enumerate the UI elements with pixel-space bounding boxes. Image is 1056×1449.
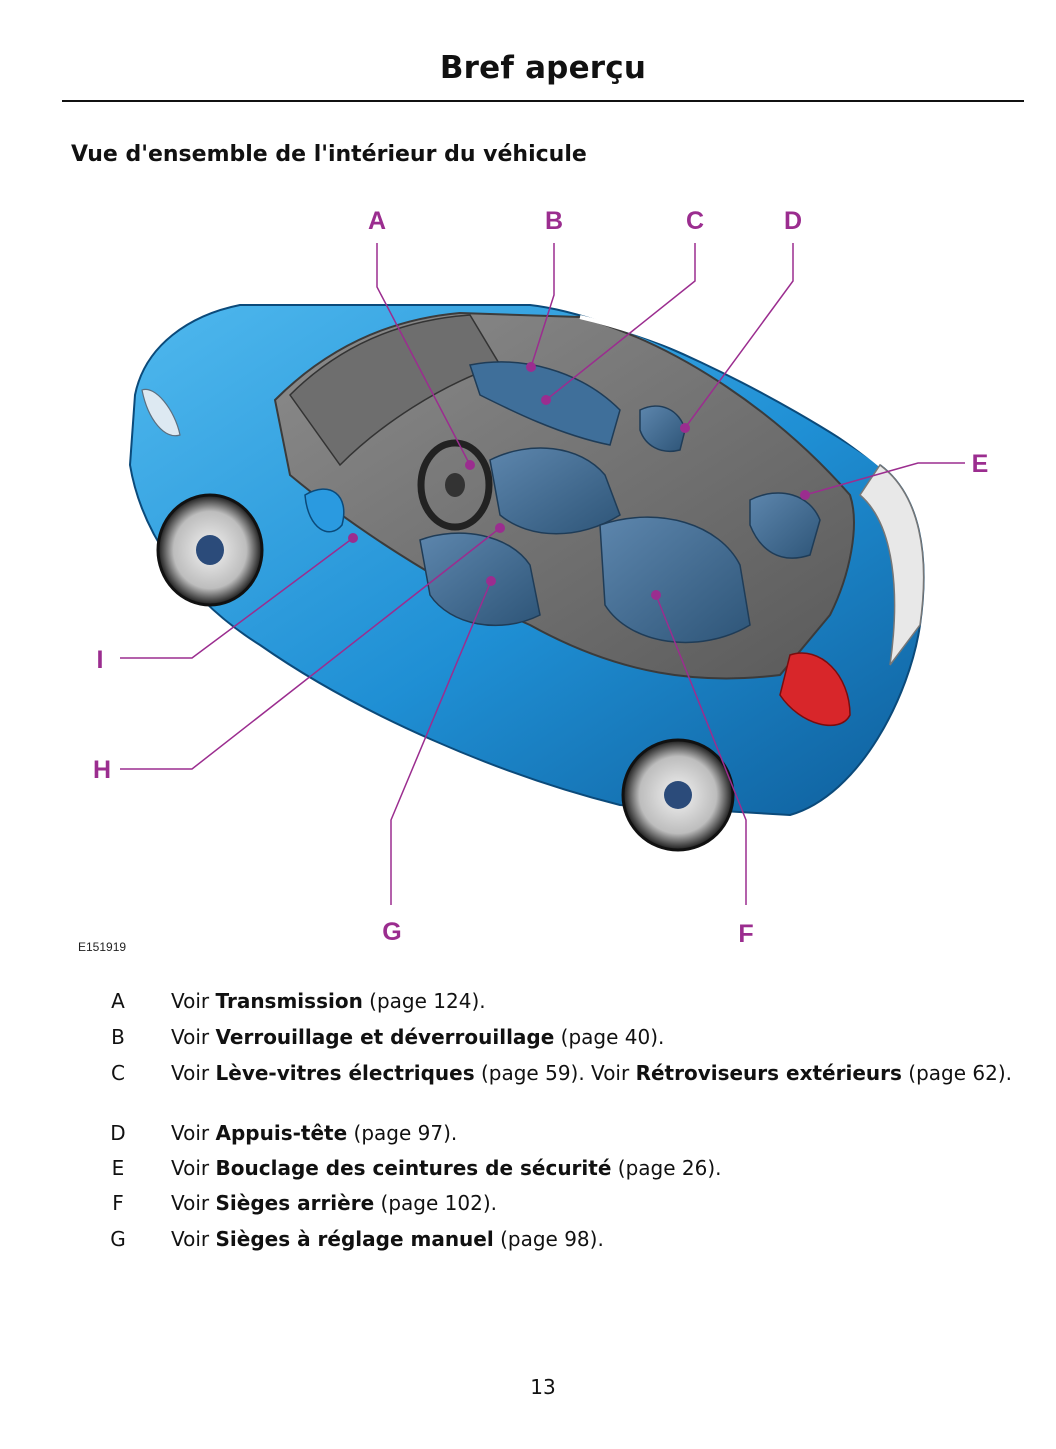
car-cutaway-drawing: A B C D E F G H I xyxy=(93,207,989,948)
legend-page-ref: (page 62). xyxy=(901,1061,1012,1085)
legend-page-ref: (page 59). Voir xyxy=(474,1061,636,1085)
legend-topic: Sièges à réglage manuel xyxy=(215,1227,494,1251)
legend-topic: Bouclage des ceintures de sécurité xyxy=(215,1156,612,1180)
legend-text: Voir Sièges à réglage manuel (page 98). xyxy=(171,1227,1016,1251)
callout-c: C xyxy=(686,207,704,235)
vehicle-interior-illustration: A B C D E F G H I xyxy=(60,195,1020,965)
figure-id: E151919 xyxy=(78,940,127,954)
section-title: Vue d'ensemble de l'intérieur du véhicul… xyxy=(71,142,587,167)
legend-text: Voir Verrouillage et déverrouillage (pag… xyxy=(171,1025,1016,1049)
callout-g: G xyxy=(382,918,401,946)
callout-b: B xyxy=(545,207,563,235)
page-header: Bref aperçu xyxy=(62,46,1024,102)
legend-topic: Rétroviseurs extérieurs xyxy=(635,1061,902,1085)
legend-letter: E xyxy=(111,1156,125,1180)
legend-letter: F xyxy=(112,1191,124,1215)
legend-page-ref: (page 97). xyxy=(347,1121,458,1145)
legend-text: Voir Sièges arrière (page 102). xyxy=(171,1191,1016,1215)
legend-topic: Sièges arrière xyxy=(215,1191,375,1215)
legend-topic: Lève-vitres électriques xyxy=(215,1061,475,1085)
legend-topic: Transmission xyxy=(215,989,363,1013)
callout-f: F xyxy=(738,920,753,948)
legend-letter: G xyxy=(110,1227,126,1251)
legend-page-ref: (page 26). xyxy=(611,1156,722,1180)
legend-prefix: Voir xyxy=(171,1121,216,1145)
legend-prefix: Voir xyxy=(171,1025,216,1049)
callout-i: I xyxy=(97,646,104,674)
page-number: 13 xyxy=(530,1375,556,1399)
callout-e: E xyxy=(972,450,989,478)
legend-prefix: Voir xyxy=(171,1191,216,1215)
legend-page-ref: (page 98). xyxy=(493,1227,604,1251)
callout-h: H xyxy=(93,756,111,784)
legend-text: Voir Lève-vitres électriques (page 59). … xyxy=(171,1061,1016,1085)
legend-page-ref: (page 102). xyxy=(374,1191,497,1215)
legend-text: Voir Transmission (page 124). xyxy=(171,989,1016,1013)
callout-dots xyxy=(348,362,810,600)
legend-letter: B xyxy=(111,1025,125,1049)
legend-prefix: Voir xyxy=(171,1156,216,1180)
legend-letter: A xyxy=(111,989,125,1013)
legend-prefix: Voir xyxy=(171,1061,216,1085)
legend-topic: Appuis-tête xyxy=(215,1121,348,1145)
callout-d: D xyxy=(784,207,802,235)
legend-page-ref: (page 124). xyxy=(362,989,486,1013)
page-title: Bref aperçu xyxy=(439,50,647,86)
legend-page-ref: (page 40). xyxy=(554,1025,665,1049)
legend-topic: Verrouillage et déverrouillage xyxy=(215,1025,555,1049)
wheels xyxy=(156,493,735,852)
legend-text: Voir Bouclage des ceintures de sécurité … xyxy=(171,1156,1016,1180)
legend-letter: D xyxy=(110,1121,126,1145)
legend-prefix: Voir xyxy=(171,1227,216,1251)
legend-text: Voir Appuis-tête (page 97). xyxy=(171,1121,1016,1145)
legend-prefix: Voir xyxy=(171,989,216,1013)
callout-a: A xyxy=(368,207,386,235)
legend-letter: C xyxy=(111,1061,125,1085)
callout-lines xyxy=(120,243,965,905)
